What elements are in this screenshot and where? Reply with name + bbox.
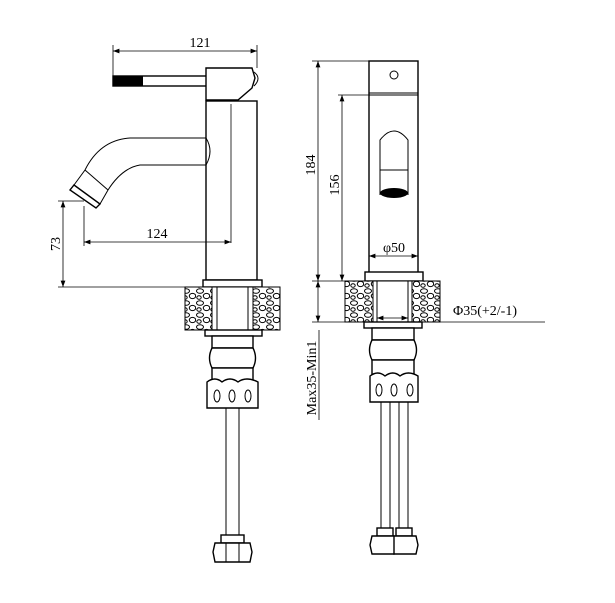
dimension-73: 73 (49, 200, 185, 288)
supply-hoses-front (369, 402, 419, 555)
supply-hose (212, 408, 253, 563)
dimension-124: 124 (83, 206, 231, 246)
dim-label-156: 156 (328, 175, 343, 196)
base-ring (202, 279, 263, 288)
dimension-phi35: Φ35(+2/-1) (312, 304, 545, 323)
dim-label-121: 121 (190, 36, 211, 51)
side-view: 121 124 73 (49, 36, 281, 563)
spout-outlet-front (379, 130, 409, 198)
dim-label-phi35: Φ35(+2/-1) (453, 304, 517, 319)
dim-label-max35-min1: Max35-Min1 (305, 341, 320, 416)
mounting-shank (204, 329, 263, 409)
dimension-counter-thickness: Max35-Min1 (305, 281, 321, 420)
faucet-body (205, 100, 258, 281)
dim-label-phi50: φ50 (383, 241, 405, 256)
front-view: 184 156 φ50 Φ35(+2/-1) Max35-Min1 (304, 60, 545, 555)
handle-pivot-icon (389, 70, 399, 80)
dimension-156: 156 (328, 94, 369, 281)
base-ring-front (364, 271, 424, 282)
dimension-phi50: φ50 (368, 241, 419, 272)
mounting-shank-front (363, 321, 423, 403)
countertop-section-front (344, 280, 441, 323)
dim-label-73: 73 (49, 237, 64, 251)
dim-label-184: 184 (304, 155, 319, 176)
dim-label-124: 124 (147, 227, 168, 242)
countertop-section (184, 286, 281, 331)
dimension-121: 121 (112, 36, 258, 76)
spout (68, 137, 211, 209)
dimension-184: 184 (304, 60, 369, 282)
lever-handle (112, 67, 259, 101)
